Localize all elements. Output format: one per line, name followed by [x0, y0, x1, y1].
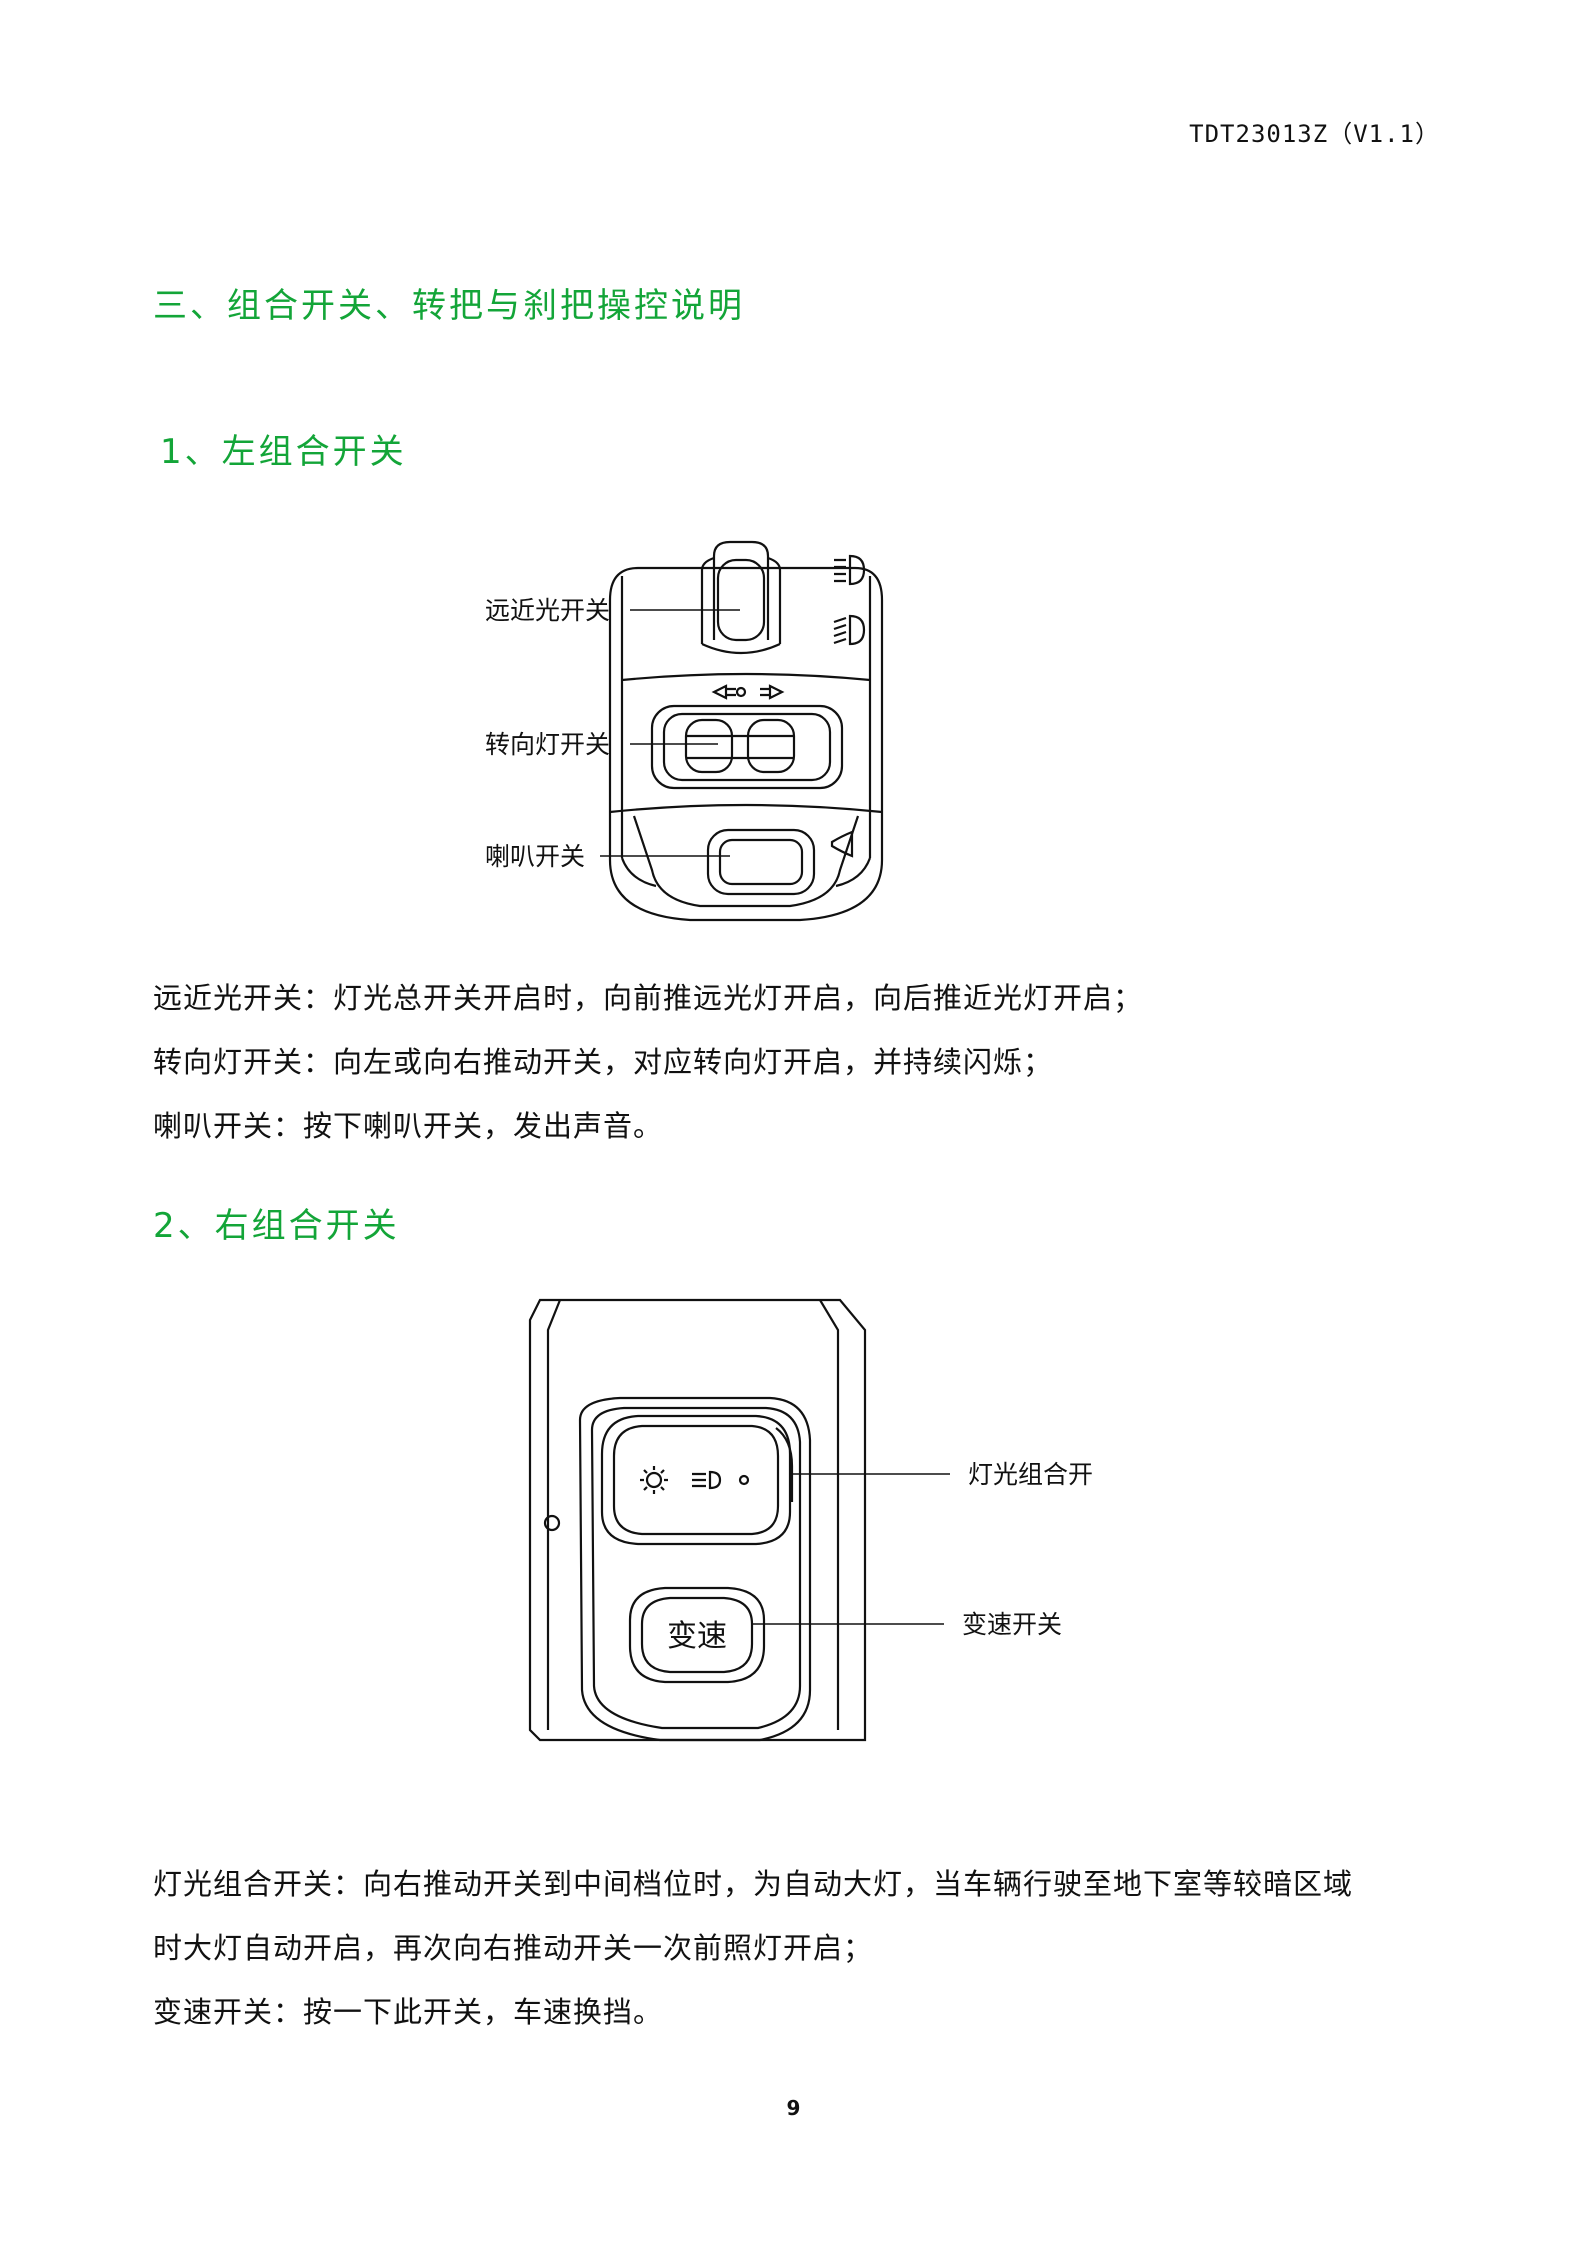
right-desc-light-1: 灯光组合开关：向右推动开关到中间档位时，为自动大灯，当车辆行驶至地下室等较暗区域 — [153, 1867, 1354, 1901]
right-switch-figure: 变速 灯光组合开 变速开关 — [528, 1298, 1093, 1742]
headlight-icon — [692, 1470, 722, 1490]
document-code: TDT23013Z（V1.1） — [1189, 120, 1440, 148]
horn-icon — [830, 830, 854, 858]
gear-button-label: 变速 — [667, 1619, 727, 1654]
auto-light-icon — [640, 1466, 668, 1494]
callout-horn-switch: 喇叭开关 — [485, 842, 585, 871]
right-arrow-icon — [760, 684, 785, 700]
high-beam-icon — [834, 554, 866, 586]
left-desc-horn: 喇叭开关：按下喇叭开关，发出声音。 — [153, 1109, 664, 1143]
right-desc-gear: 变速开关：按一下此开关，车速换挡。 — [153, 1995, 664, 2029]
left-switch-heading: 1、左组合开关 — [160, 432, 407, 472]
callout-turn-switch: 转向灯开关 — [485, 730, 610, 759]
left-desc-turn: 转向灯开关：向左或向右推动开关，对应转向灯开启，并持续闪烁； — [153, 1045, 1054, 1079]
left-switch-callouts: 远近光开关 转向灯开关 喇叭开关 — [485, 596, 610, 871]
section-title: 三、组合开关、转把与刹把操控说明 — [153, 286, 745, 326]
off-dot-icon — [738, 1474, 750, 1486]
right-desc-light-2: 时大灯自动开启，再次向右推动开关一次前照灯开启； — [153, 1931, 874, 1965]
callout-gear-switch: 变速开关 — [962, 1610, 1062, 1639]
left-arrow-icon — [711, 684, 736, 700]
callout-light-switch: 灯光组合开 — [968, 1460, 1093, 1489]
callout-beam-switch: 远近光开关 — [485, 596, 610, 625]
low-beam-icon — [833, 614, 866, 646]
right-switch-heading: 2、右组合开关 — [153, 1206, 400, 1246]
left-desc-beam: 远近光开关：灯光总开关开启时，向前推远光灯开启，向后推近光灯开启； — [153, 981, 1144, 1015]
side-screw-icon — [543, 1514, 561, 1532]
left-switch-figure — [600, 540, 884, 922]
page-number: 9 — [786, 2096, 801, 2120]
center-dot-icon — [735, 686, 747, 698]
